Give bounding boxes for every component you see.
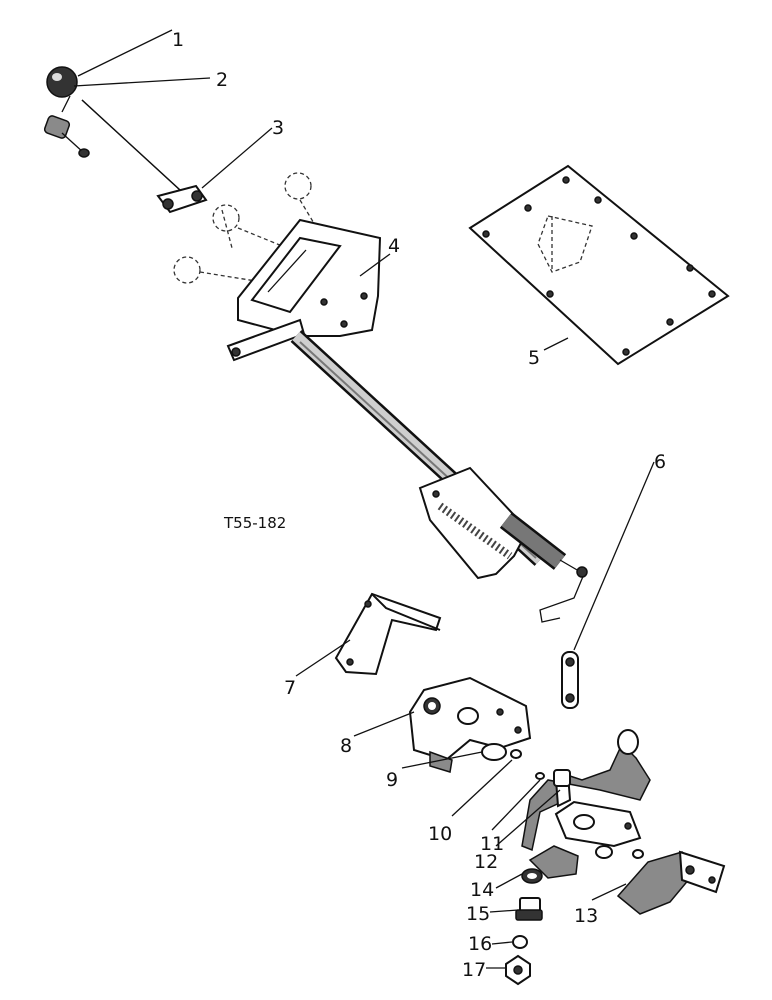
ball-part (512, 935, 528, 949)
callout-15: 15 (466, 903, 490, 925)
angle-bracket-part (334, 592, 442, 676)
selector-rod-part (290, 330, 588, 623)
callout-2: 2 (216, 69, 228, 91)
callout-17: 17 (462, 959, 486, 981)
callout-3: 3 (272, 117, 284, 139)
cover-plate-part (468, 164, 730, 366)
callout-5: 5 (528, 347, 540, 369)
callout-11: 11 (480, 833, 504, 855)
callout-8: 8 (340, 735, 352, 757)
callout-9: 9 (386, 769, 398, 791)
callout-10: 10 (428, 823, 452, 845)
nut-part (505, 954, 531, 986)
callout-labels: 1 2 3 4 5 6 7 8 9 10 11 12 13 14 15 16 1… (172, 29, 666, 981)
leader-lines (61, 29, 655, 969)
callout-4: 4 (388, 235, 400, 257)
o-ring-tiny-part (535, 772, 545, 780)
callout-12: 12 (474, 851, 498, 873)
o-ring-small-part (510, 749, 522, 759)
callout-6: 6 (654, 451, 666, 473)
callout-13: 13 (574, 905, 598, 927)
union-fitting-part (515, 897, 543, 921)
lever-rod-part (81, 99, 208, 214)
callout-14: 14 (470, 879, 494, 901)
callout-1: 1 (172, 29, 184, 51)
callout-7: 7 (284, 677, 296, 699)
valve-flange-part (408, 676, 532, 773)
gasket-part (481, 743, 507, 761)
link-part (561, 651, 579, 709)
pin-part (43, 115, 90, 158)
lever-arm-part (616, 850, 726, 915)
washer-part (521, 868, 543, 884)
gate-bracket-part (226, 218, 382, 362)
drawing-reference: T55-182 (223, 514, 286, 532)
knob-part (46, 66, 78, 98)
callout-16: 16 (468, 933, 492, 955)
control-valve-part (521, 729, 651, 879)
